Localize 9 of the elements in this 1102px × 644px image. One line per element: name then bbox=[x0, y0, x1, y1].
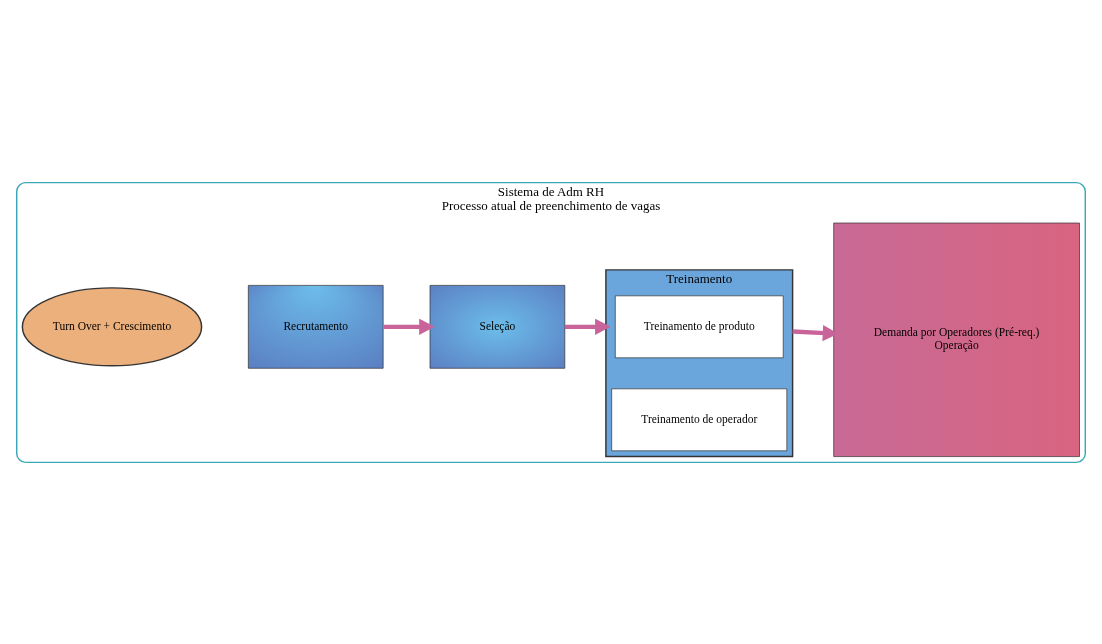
arrow bbox=[564, 318, 611, 335]
node-box: Seleção bbox=[429, 284, 566, 369]
node-box: Demanda por Operadores (Pré-req.) Operação bbox=[833, 222, 1080, 457]
arrow bbox=[792, 324, 839, 341]
node-box: Treinamento de operador bbox=[611, 387, 788, 451]
node-box: Recrutamento bbox=[248, 284, 384, 369]
node-ellipse: Turn Over + Crescimento bbox=[21, 286, 203, 366]
node-box: Treinamento de produto bbox=[614, 294, 784, 358]
arrow bbox=[383, 318, 435, 335]
